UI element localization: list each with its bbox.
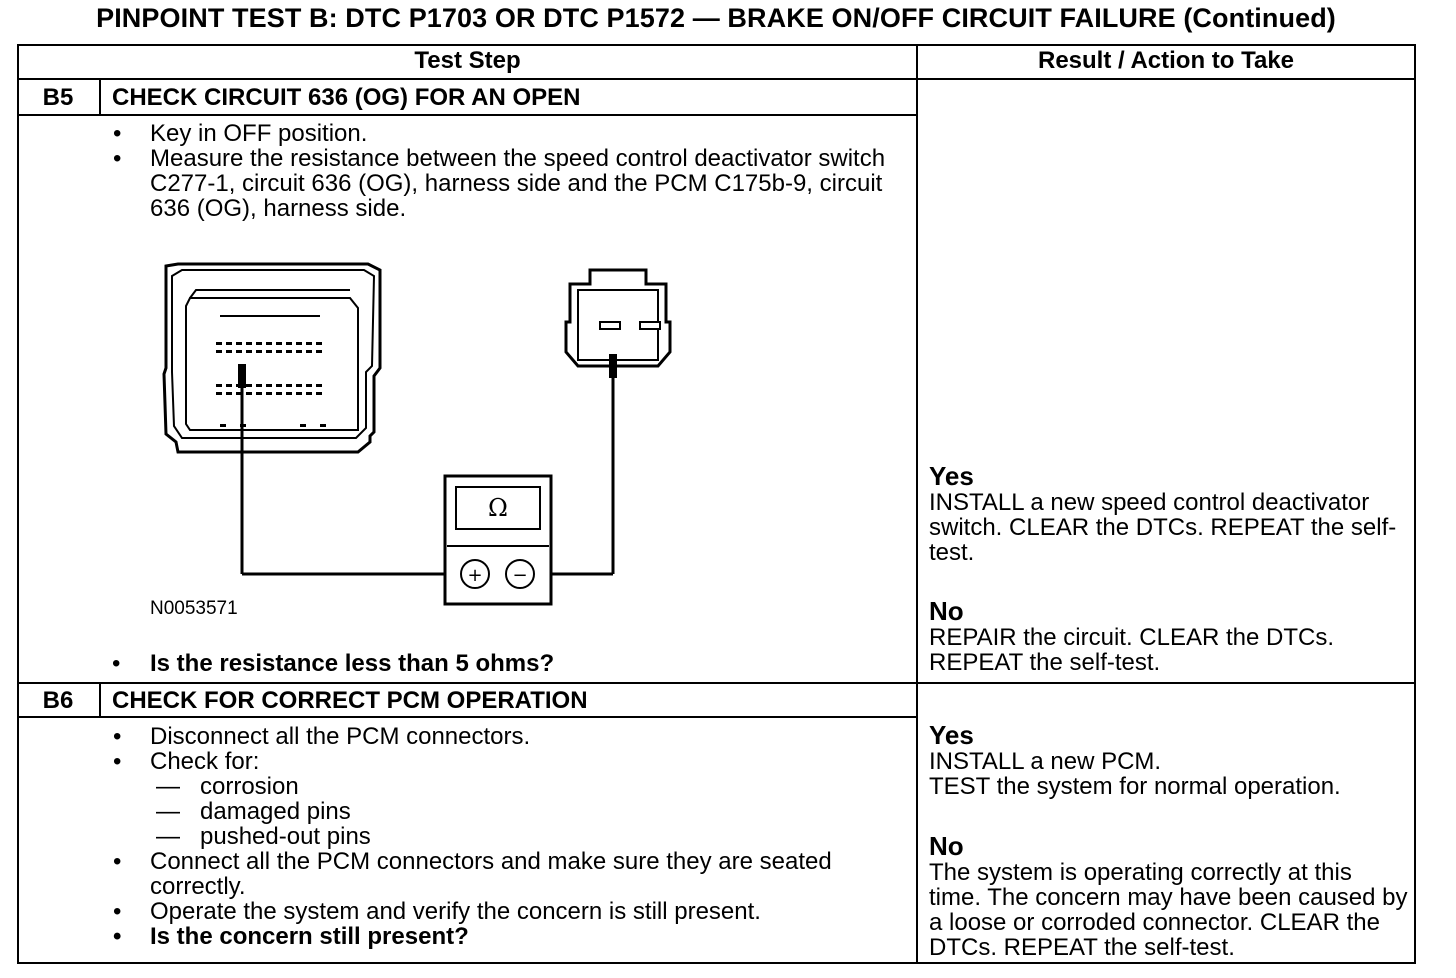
pcm-connector-c175b: [162, 262, 382, 454]
b5-result-yes: Yes INSTALL a new speed control deactiva…: [929, 461, 1409, 566]
list-item: Measure the resistance between the speed…: [110, 146, 900, 221]
ohmmeter: Ω + −: [443, 474, 553, 606]
list-item: Check for:: [110, 749, 900, 774]
list-item: corrosion: [110, 774, 900, 799]
step-id-b5: B5: [42, 84, 74, 111]
list-item: Disconnect all the PCM connectors.: [110, 724, 900, 749]
switch-probe: [609, 354, 617, 574]
b5-title-divider: [17, 114, 917, 116]
list-item: Key in OFF position.: [110, 121, 900, 146]
page-title: PINPOINT TEST B: DTC P1703 OR DTC P1572 …: [96, 3, 1336, 33]
row-divider: [17, 682, 1416, 684]
yes-action: INSTALL a new speed control deactivator …: [929, 489, 1397, 566]
list-item: Is the concern still present?: [110, 924, 900, 949]
question-text: Is the resistance less than 5 ohms?: [150, 650, 555, 677]
positive-terminal: [460, 559, 490, 589]
header-result-action: Result / Action to Take: [1037, 47, 1295, 74]
list-item: Connect all the PCM connectors and make …: [110, 849, 900, 899]
header-divider: [17, 78, 1416, 80]
b5-question: • Is the resistance less than 5 ohms?: [112, 650, 555, 677]
pcm-probe: [238, 364, 246, 574]
pcm-pin-rows: [216, 342, 326, 427]
no-action: REPAIR the circuit. CLEAR the DTCs. REPE…: [929, 624, 1334, 676]
b6-result-yes: Yes INSTALL a new PCM. TEST the system f…: [929, 720, 1409, 800]
step-title-b5: CHECK CIRCUIT 636 (OG) FOR AN OPEN: [112, 84, 581, 111]
b6-result-no: No The system is operating correctly at …: [929, 831, 1409, 961]
b6-title-divider: [17, 716, 917, 718]
resistance-measurement-figure: Ω + −: [162, 262, 672, 606]
b6-instructions: Disconnect all the PCM connectors. Check…: [110, 724, 900, 949]
column-divider: [916, 44, 918, 964]
yes-label: Yes: [929, 720, 974, 750]
step-title-b6: CHECK FOR CORRECT PCM OPERATION: [112, 687, 588, 714]
switch-connector-c277: [564, 268, 672, 368]
no-action: The system is operating correctly at thi…: [929, 859, 1408, 961]
yes-action: INSTALL a new PCM. TEST the system for n…: [929, 748, 1341, 800]
list-item: Operate the system and verify the concer…: [110, 899, 900, 924]
meter-display: [455, 486, 541, 530]
b5-instructions: Key in OFF position. Measure the resista…: [110, 121, 900, 221]
b5-result-no: No REPAIR the circuit. CLEAR the DTCs. R…: [929, 596, 1409, 676]
step-id-b6: B6: [42, 687, 74, 714]
pinpoint-test-table: [17, 44, 1416, 964]
list-item: damaged pins: [110, 799, 900, 824]
no-label: No: [929, 831, 964, 861]
header-test-step: Test Step: [414, 47, 521, 74]
b6-id-divider: [99, 683, 101, 717]
figure-code: N0053571: [150, 598, 238, 619]
yes-label: Yes: [929, 461, 974, 491]
ohm-symbol: Ω: [488, 494, 508, 522]
b5-id-divider: [99, 79, 101, 115]
negative-terminal: [505, 559, 535, 589]
list-item: pushed-out pins: [110, 824, 900, 849]
minus-label: −: [512, 565, 527, 586]
no-label: No: [929, 596, 964, 626]
plus-label: +: [467, 565, 482, 586]
